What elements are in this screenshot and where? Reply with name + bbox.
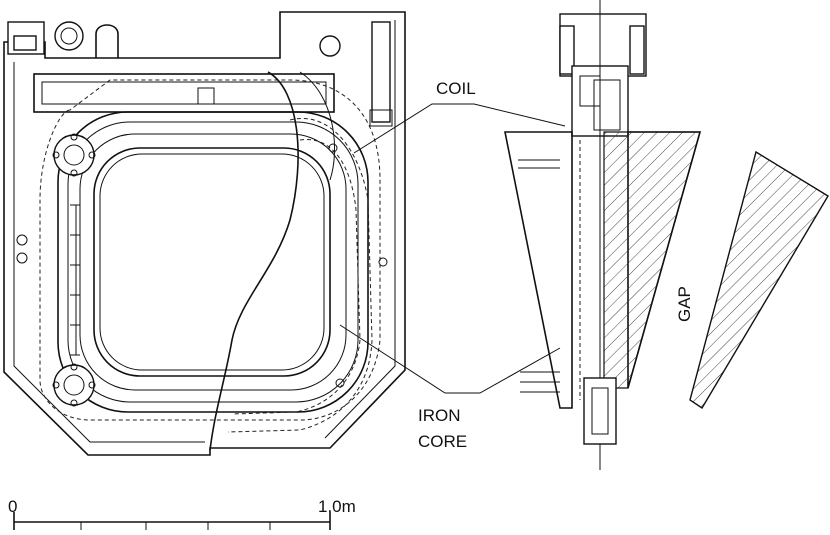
leader-lines: [339, 103, 566, 394]
gauge-1: [54, 21, 84, 51]
tapered-core-outline: [504, 131, 573, 409]
left-side-ticks: [16, 204, 80, 356]
coil-housing-bottom: [583, 377, 617, 445]
magnet-front-view: [3, 11, 406, 456]
coil-leader: [353, 103, 566, 154]
top-right-fitting: [319, 35, 341, 57]
cutaway-line: [209, 71, 299, 451]
top-tube: [33, 73, 335, 113]
coil-label: COIL: [436, 79, 476, 98]
core-ticks: [518, 159, 560, 393]
magnet-side-view: [504, 0, 829, 470]
iron-frame-dashed: [39, 79, 381, 421]
core-label: CORE: [418, 432, 467, 451]
pipe-loop: [95, 24, 119, 58]
coil-winding-detail: [227, 118, 373, 433]
pole-window: [93, 147, 331, 377]
coil-outer-loop: [57, 111, 369, 413]
gap-label: GAP: [675, 286, 694, 322]
flange-upper: [52, 133, 96, 177]
scale-start-label: 0: [8, 497, 17, 516]
flange-lower: [52, 363, 96, 407]
iron-core-leader: [339, 324, 561, 394]
housing-outline: [3, 11, 406, 456]
scale-bar: 0 1.0m: [8, 497, 356, 530]
hatched-core: [603, 131, 701, 389]
iron-label: IRON: [418, 406, 461, 425]
scale-end-label: 1.0m: [318, 497, 356, 516]
gap-wedge: [689, 150, 829, 409]
